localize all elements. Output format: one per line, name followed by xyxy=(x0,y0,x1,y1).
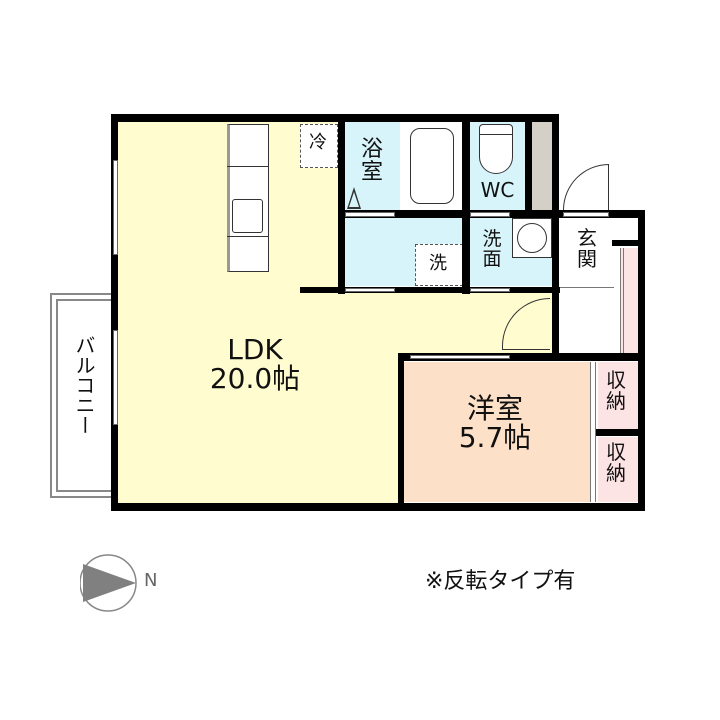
shoe-storage xyxy=(620,248,638,353)
washroom-label: 洗 面 xyxy=(482,228,502,270)
washer-space: 洗 xyxy=(415,244,463,286)
toilet-icon xyxy=(479,124,513,174)
storage-1-label: 収 納 xyxy=(606,368,626,413)
storage-1: 収 納 xyxy=(598,362,638,430)
sink-icon xyxy=(232,199,263,233)
washer-label: 洗 xyxy=(429,253,447,274)
washbasin-icon xyxy=(512,218,552,258)
reverse-type-note: ※反転タイプ有 xyxy=(425,569,576,594)
kitchen-counter xyxy=(227,124,269,272)
compass-north-arrow-icon xyxy=(79,554,137,612)
fridge-label: 冷 xyxy=(309,132,327,153)
pipe-space xyxy=(532,122,552,212)
ldk-label: LDK 20.0帖 xyxy=(209,333,301,396)
western-label: 洋室 5.7帖 xyxy=(458,392,532,455)
entrance-label: 玄 関 xyxy=(577,226,597,271)
balcony: バルコニー xyxy=(50,293,114,498)
bathtub xyxy=(400,122,462,212)
compass-north-label: N xyxy=(144,570,158,591)
storage-2: 収 納 xyxy=(598,437,638,502)
front-door[interactable] xyxy=(563,164,609,212)
wc-label: WC xyxy=(480,178,515,202)
fridge-space: 冷 xyxy=(300,124,338,168)
compass: N xyxy=(79,548,158,618)
bath-label: 浴室 xyxy=(361,137,384,186)
room-western xyxy=(404,362,590,502)
storage-2-label: 収 納 xyxy=(606,440,626,485)
balcony-label: バルコニー xyxy=(72,335,96,435)
